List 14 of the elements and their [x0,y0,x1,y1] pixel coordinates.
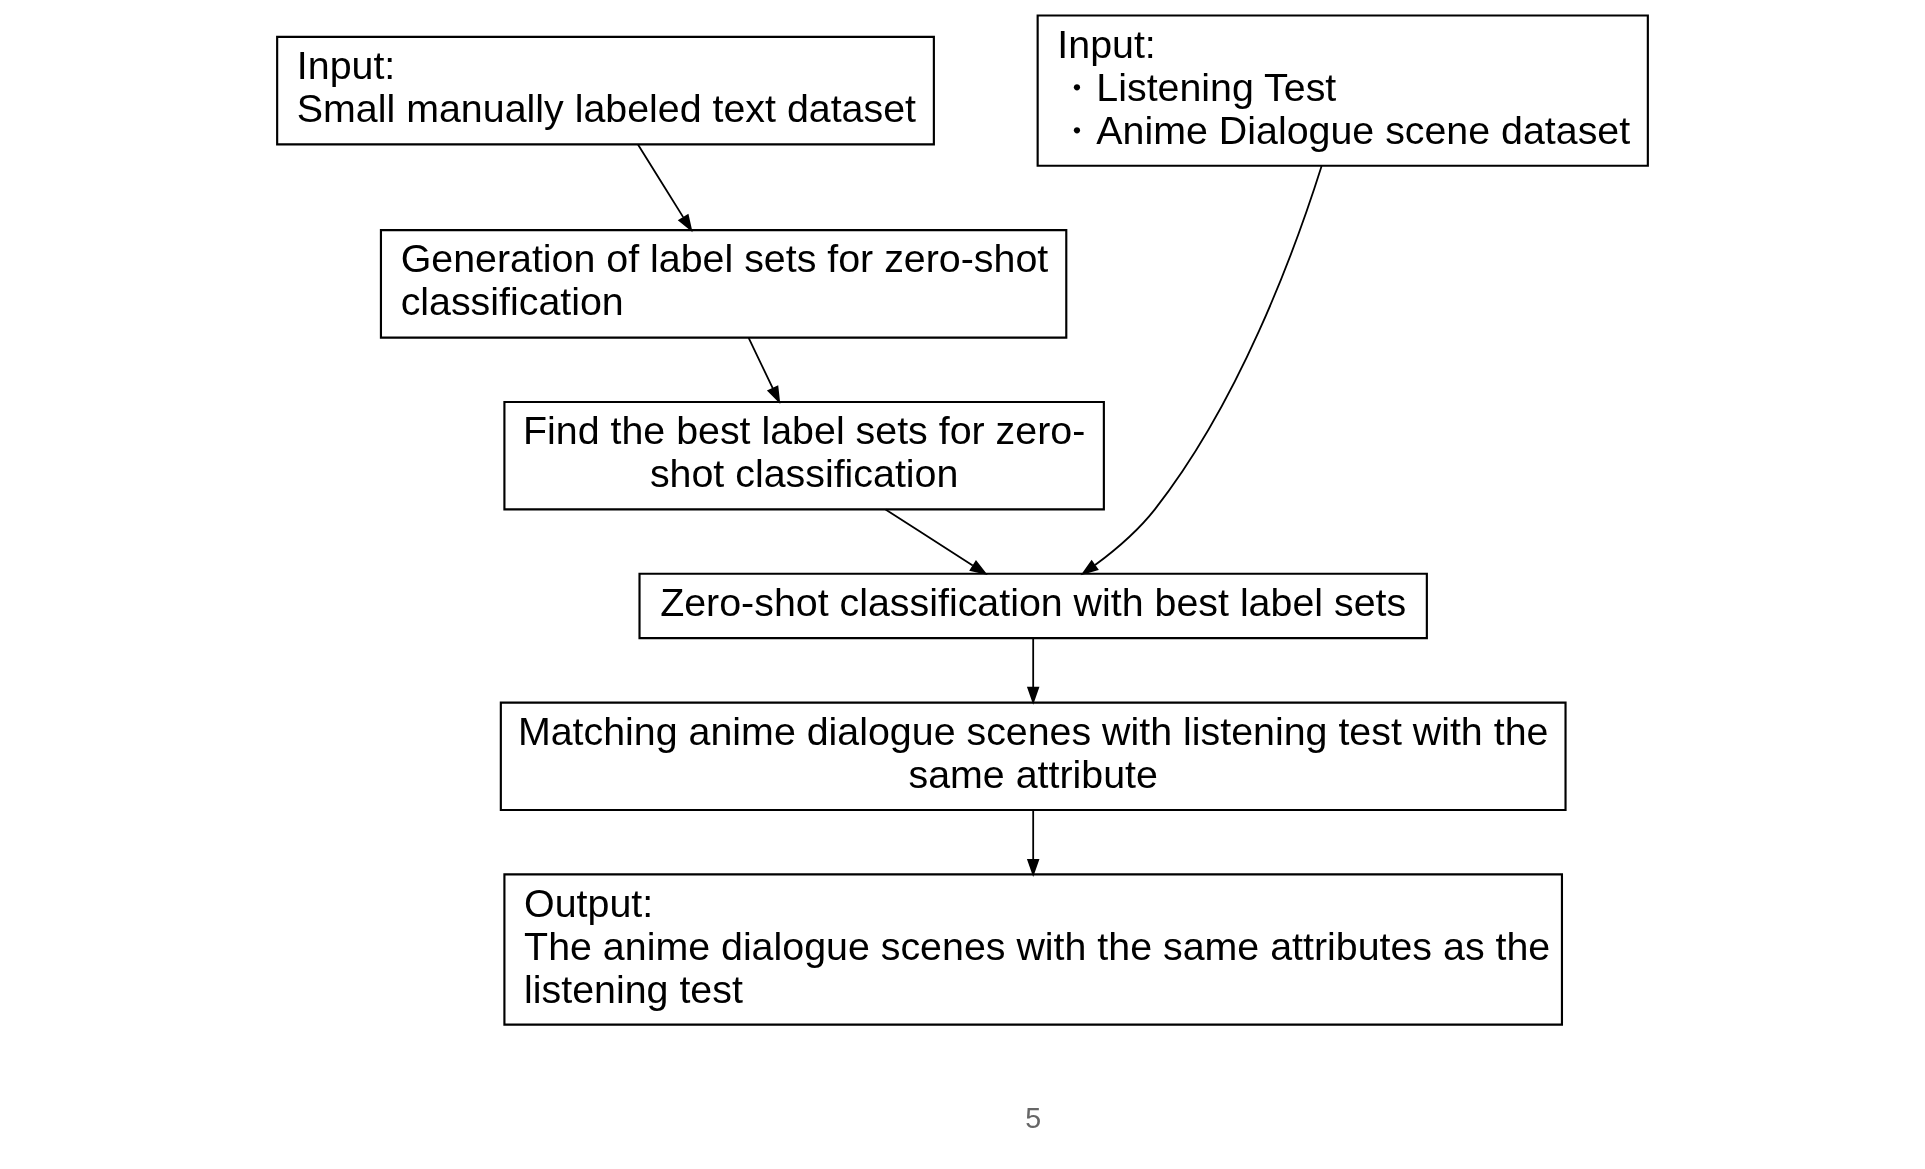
arrow [637,143,693,233]
node-box: Matching anime dialogue scenes with listening test with the same attribute [499,701,1567,812]
node-box: Output: The anime dialogue scenes with the same attributes as the listening test [503,873,1564,1026]
arrow [747,337,781,405]
arrow [1080,165,1323,576]
label: 5 [1025,1102,1042,1135]
node-box: Generation of label sets for zero-shot classification [379,229,1068,339]
node-box: Input: ・Listening Test ・Anime Dialogue scene dataset [1036,14,1649,167]
arrow [1026,638,1040,705]
arrow [1026,809,1040,877]
node-box: Zero-shot classification with best label sets [638,572,1428,640]
node-box: Find the best label sets for zero-shot classification [503,400,1105,511]
node-box: Input: Small manually labeled text dataset [276,35,935,146]
arrow [884,508,988,576]
